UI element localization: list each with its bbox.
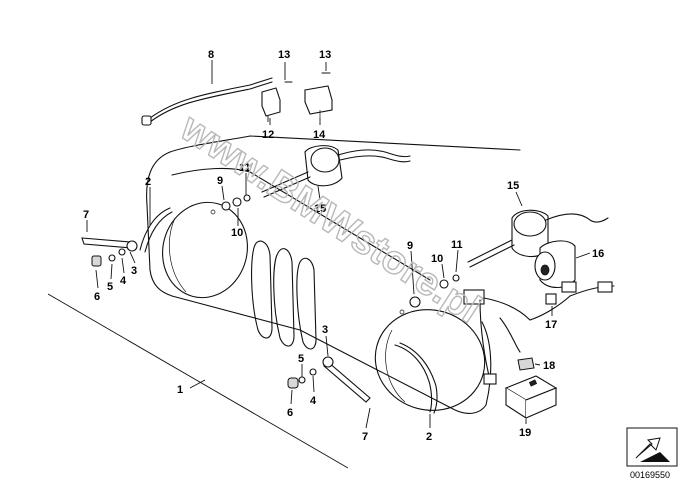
callout-5: 5 [298, 353, 304, 365]
callout-6: 6 [94, 291, 100, 303]
reference-box: 00169550 [626, 427, 678, 480]
front-panel-housing [146, 135, 521, 414]
callout-18: 18 [543, 360, 555, 372]
screw-part [284, 72, 331, 83]
left-bushing-parts [221, 194, 251, 211]
motor-cover-part [534, 240, 576, 289]
small-block-part [517, 357, 535, 371]
left-wiper-arm-part [81, 237, 138, 252]
callout-15: 15 [314, 203, 326, 215]
direction-arrow-icon [635, 437, 670, 462]
callout-12: 12 [262, 129, 274, 141]
callout-13: 13 [319, 49, 331, 61]
callout-15: 15 [507, 180, 519, 192]
callout-6: 6 [287, 407, 293, 419]
callout-2: 2 [426, 431, 432, 443]
callout-9: 9 [217, 175, 223, 187]
relay-bracket-part [261, 87, 281, 122]
callout-4: 4 [310, 395, 317, 407]
right-wiper-blade-part [394, 342, 438, 414]
callout-16: 16 [592, 248, 604, 260]
callout-19: 19 [519, 427, 531, 439]
callout-labels: 8 13 13 12 14 11 9 10 15 2 7 3 4 5 6 15 … [83, 49, 604, 443]
left-wiper-blade-part [139, 207, 173, 253]
callout-3: 3 [131, 265, 137, 277]
callout-10: 10 [431, 253, 443, 265]
wiring-harness-part [463, 281, 615, 385]
left-nut-washer-parts [91, 248, 126, 267]
callout-10: 10 [231, 227, 243, 239]
reference-number: 00169550 [630, 470, 670, 480]
callout-14: 14 [313, 129, 326, 141]
cable-part [141, 77, 273, 126]
callout-3: 3 [322, 324, 328, 336]
callout-9: 9 [407, 240, 413, 252]
right-bushing-parts [409, 274, 460, 308]
callout-17: 17 [545, 319, 557, 331]
callout-7: 7 [83, 209, 89, 221]
leader-lines [47, 60, 591, 469]
wiper-motor-upper [261, 145, 411, 198]
callout-11: 11 [239, 162, 251, 174]
callout-7: 7 [362, 431, 368, 443]
callout-1: 1 [177, 384, 183, 396]
relay-part [304, 85, 333, 118]
callout-11: 11 [451, 239, 463, 251]
right-wiper-arm-part [322, 356, 371, 403]
wiper-motor-right [467, 209, 609, 268]
callout-4: 4 [120, 275, 127, 287]
callout-2: 2 [145, 176, 151, 188]
control-unit-part [504, 375, 558, 420]
right-nut-washer-parts [287, 368, 317, 389]
callout-5: 5 [107, 281, 113, 293]
watermark-text: www.BMWstore.pl [172, 105, 488, 332]
callout-8: 8 [208, 49, 214, 61]
callout-13: 13 [278, 49, 290, 61]
